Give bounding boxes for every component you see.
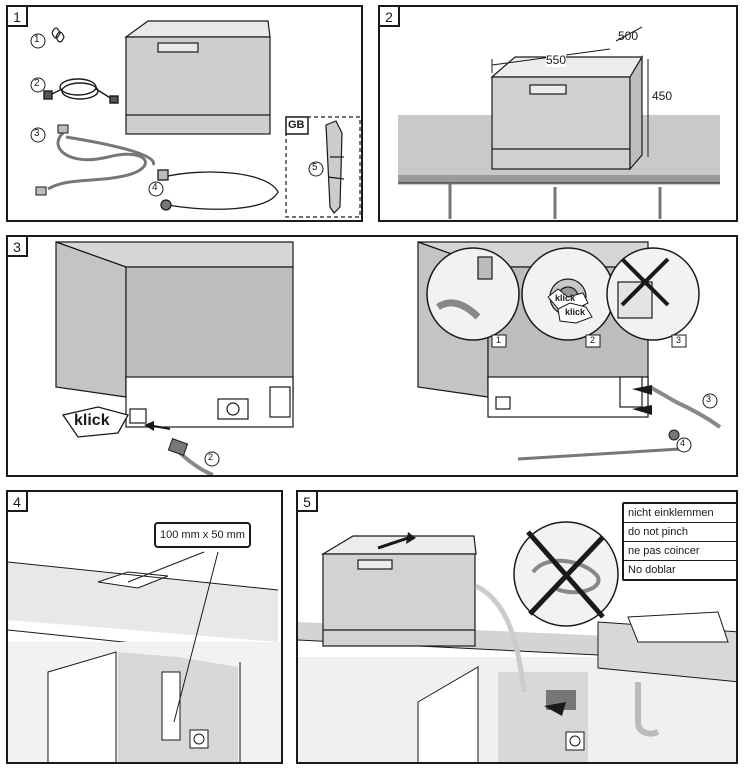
warning-line-2: do not pinch [624, 523, 736, 542]
dimensions-illustration [398, 26, 720, 219]
part-number-3: 3 [34, 128, 40, 139]
part-4-drain-hose [157, 169, 279, 211]
part-3-inlet-hose [47, 131, 155, 191]
warning-line-3: ne pas coincer [624, 542, 736, 561]
dimension-depth: 500 [618, 29, 639, 43]
dishwasher-unit [490, 54, 644, 171]
step-number: 4 [8, 492, 28, 512]
step-number: 2 [380, 7, 400, 27]
callout-3: 3 [676, 335, 682, 345]
panel-step-4: 4 100 mm x 50 mm [6, 490, 283, 764]
part-number-1: 1 [34, 34, 40, 45]
placement-illustration [298, 521, 736, 762]
worktop-cutout-illustration [8, 551, 281, 762]
warning-line-4: No doblar [628, 564, 676, 576]
connections-illustration [55, 241, 722, 475]
warning-box: nicht einklemmen do not pinch ne pas coi… [622, 502, 736, 581]
klick-label-small-b: klick [565, 307, 586, 317]
ref-right-4: 4 [680, 438, 686, 448]
klick-label-small-a: klick [555, 293, 576, 303]
panel-step-3: 3 [6, 235, 738, 477]
callout-2: 2 [590, 335, 596, 345]
parts-illustration [30, 20, 361, 218]
part-1-clips [51, 27, 65, 43]
ref-left-2: 2 [208, 452, 214, 462]
dishwasher-unit [320, 535, 477, 647]
warning-line-1: nicht einklemmen [624, 504, 736, 523]
panel-step-5: 5 nicht einklemmen do not pinch ne pas c… [296, 490, 738, 764]
dishwasher-rear-left [55, 241, 294, 428]
part-number-2: 2 [34, 78, 40, 89]
part-2-power-cable [43, 78, 119, 104]
dimension-width: 550 [546, 53, 567, 67]
step-number: 3 [8, 237, 28, 257]
step-number: 1 [8, 7, 28, 27]
dishwasher-unit [124, 20, 271, 135]
klick-label-large: klick [74, 412, 110, 429]
part-number-5: 5 [312, 162, 318, 173]
panel-step-1: 1 [6, 5, 363, 222]
dimension-height: 450 [652, 89, 673, 103]
panel-step-2: 2 500 550 450 [378, 5, 738, 222]
cutout-label: 100 mm x 50 mm [154, 522, 251, 548]
step-number: 5 [298, 492, 318, 512]
ref-right-3: 3 [706, 394, 712, 404]
region-badge: GB [288, 119, 305, 131]
part-5-plug-tool [325, 120, 345, 214]
callout-1: 1 [496, 335, 502, 345]
part-number-4: 4 [152, 182, 158, 193]
